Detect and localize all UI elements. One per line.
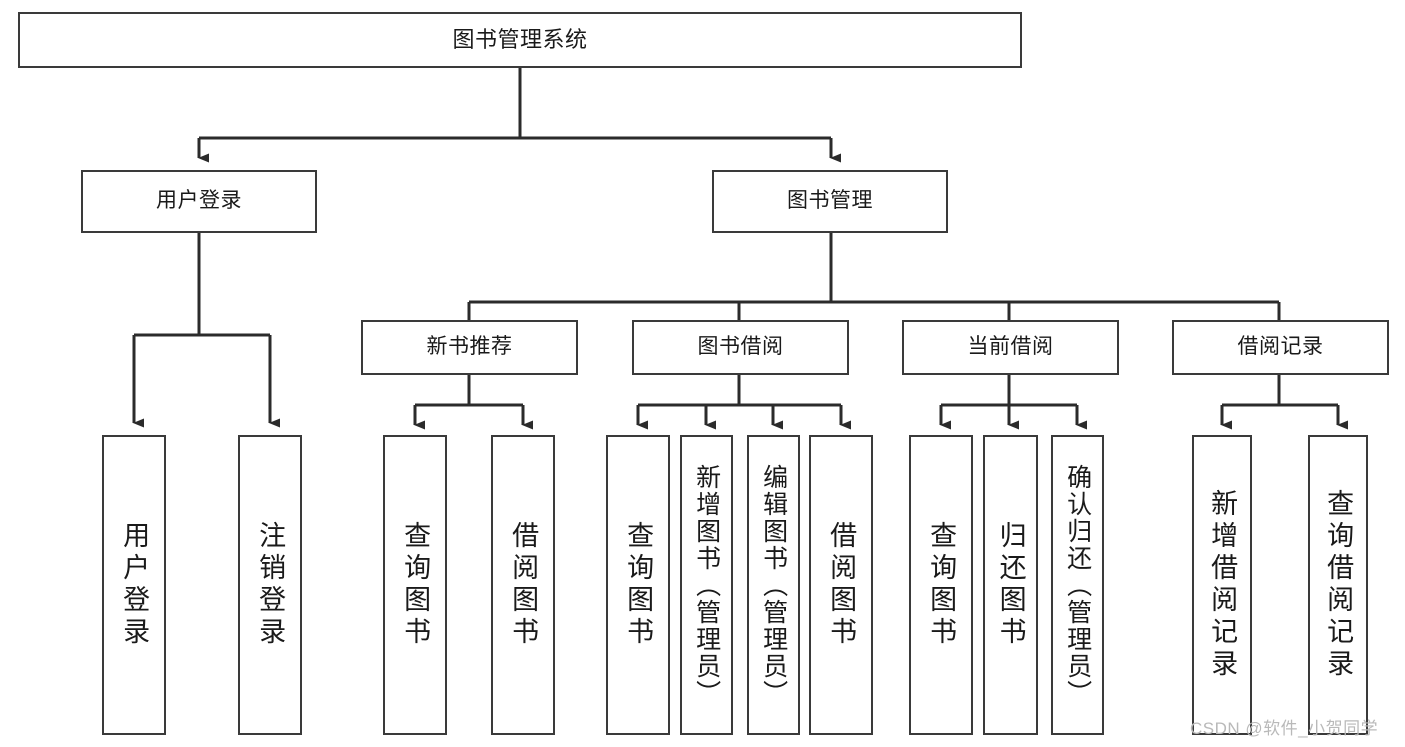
leaf-logout[interactable]: 注销登录	[238, 435, 302, 735]
leaf-add-book[interactable]: 新增图书（管理员）	[680, 435, 733, 735]
leaf-edit-book[interactable]: 编辑图书（管理员）	[747, 435, 800, 735]
leaf-add-record[interactable]: 新增借阅记录	[1192, 435, 1252, 735]
leaf-return-book[interactable]: 归还图书	[983, 435, 1038, 735]
node-borrow-record-label: 借阅记录	[1237, 335, 1324, 359]
node-book-borrow[interactable]: 图书借阅	[632, 320, 849, 375]
leaf-confirm-return-label: 确认归还（管理员）	[1063, 463, 1092, 707]
node-new-book-recommend[interactable]: 新书推荐	[361, 320, 578, 375]
node-root[interactable]: 图书管理系统	[18, 12, 1022, 68]
leaf-user-login-label: 用户登录	[119, 521, 150, 649]
leaf-query-book-2-label: 查询图书	[623, 521, 654, 649]
leaf-borrow-book-2[interactable]: 借阅图书	[809, 435, 873, 735]
leaf-borrow-book-1[interactable]: 借阅图书	[491, 435, 555, 735]
node-new-book-recommend-label: 新书推荐	[426, 335, 513, 359]
leaf-borrow-book-1-label: 借阅图书	[508, 521, 539, 649]
leaf-user-login[interactable]: 用户登录	[102, 435, 166, 735]
node-book-management-label: 图书管理	[787, 189, 873, 213]
leaf-return-book-label: 归还图书	[995, 521, 1026, 649]
leaf-query-record-label: 查询借阅记录	[1323, 489, 1354, 681]
leaf-query-book-1-label: 查询图书	[400, 521, 431, 649]
node-borrow-record[interactable]: 借阅记录	[1172, 320, 1389, 375]
node-book-borrow-label: 图书借阅	[697, 335, 784, 359]
node-user-login[interactable]: 用户登录	[81, 170, 317, 233]
leaf-borrow-book-2-label: 借阅图书	[826, 521, 857, 649]
leaf-confirm-return[interactable]: 确认归还（管理员）	[1051, 435, 1104, 735]
leaf-query-book-3[interactable]: 查询图书	[909, 435, 973, 735]
leaf-query-book-2[interactable]: 查询图书	[606, 435, 670, 735]
leaf-query-book-1[interactable]: 查询图书	[383, 435, 447, 735]
node-user-login-label: 用户登录	[156, 189, 242, 213]
leaf-add-record-label: 新增借阅记录	[1207, 489, 1238, 681]
leaf-edit-book-label: 编辑图书（管理员）	[759, 463, 788, 707]
node-book-management[interactable]: 图书管理	[712, 170, 948, 233]
leaf-logout-label: 注销登录	[255, 521, 286, 649]
leaf-query-record[interactable]: 查询借阅记录	[1308, 435, 1368, 735]
leaf-query-book-3-label: 查询图书	[926, 521, 957, 649]
node-root-label: 图书管理系统	[452, 27, 588, 53]
node-current-borrow-label: 当前借阅	[967, 335, 1054, 359]
leaf-add-book-label: 新增图书（管理员）	[692, 463, 721, 707]
node-current-borrow[interactable]: 当前借阅	[902, 320, 1119, 375]
